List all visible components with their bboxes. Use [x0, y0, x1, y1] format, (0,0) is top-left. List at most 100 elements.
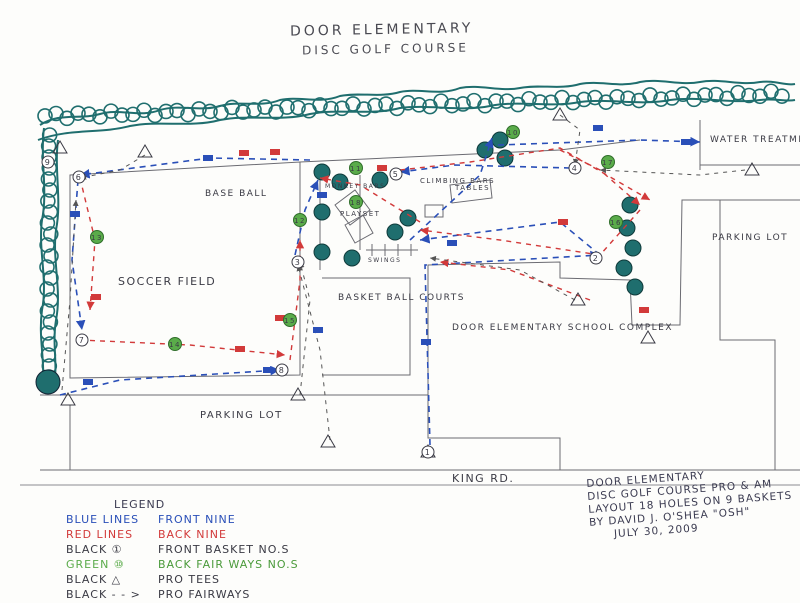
hedge-bush — [378, 96, 394, 112]
front-basket-marker — [568, 161, 582, 175]
front-basket-marker — [72, 170, 86, 184]
front-tee-pad — [203, 155, 213, 161]
back-tee-pad — [239, 150, 249, 156]
hedge-bush — [235, 104, 251, 120]
front-basket-number: 4 — [572, 164, 579, 173]
hedge-bush — [334, 100, 350, 117]
hedge-bush — [477, 97, 493, 114]
hedge-bush — [774, 88, 790, 104]
back-basket-number: 18 — [350, 199, 362, 207]
hedge-bush — [290, 99, 306, 116]
front-tee-pad — [313, 327, 323, 333]
hedge-bush — [42, 336, 58, 352]
back-basket-marker — [90, 230, 104, 244]
hedge-bush — [42, 204, 59, 220]
tree — [313, 203, 331, 221]
tree — [621, 196, 639, 214]
hedge-bush — [708, 86, 724, 103]
swings-label: SWINGS — [368, 257, 401, 264]
hedge-bush — [103, 103, 119, 119]
front-tee-pad — [83, 379, 93, 385]
back-basket-marker — [349, 161, 363, 175]
front-basket-number: 5 — [393, 170, 400, 179]
area-labels: BASE BALL SOCCER FIELD BASKET BALL COURT… — [118, 135, 800, 485]
hedge-bush — [323, 100, 339, 117]
tree — [624, 239, 642, 257]
legend-row: BLACK - - >PRO FAIRWAYS — [66, 588, 346, 603]
monkey-bars-label: MONKEY BARS — [325, 183, 385, 190]
hedge-bush — [620, 90, 636, 107]
legend-key: RED LINES — [66, 528, 134, 541]
front-tee-pad — [263, 367, 273, 373]
hedge-bush — [37, 108, 53, 124]
hedge-bush — [43, 248, 59, 264]
tree — [343, 249, 361, 267]
front-tee-pad — [593, 125, 603, 131]
hedge-bush — [609, 88, 625, 105]
playset-label: PLAYSET — [340, 210, 380, 218]
school-label: DOOR ELEMENTARY SCHOOL COMPLEX — [452, 323, 673, 333]
pro-tee-triangle — [552, 107, 568, 121]
back-tee-pad — [639, 307, 649, 313]
hedge-bush — [455, 96, 471, 112]
hedge-bush — [279, 99, 295, 115]
legend-value: FRONT BASKET NO.S — [158, 543, 290, 556]
back-basket-marker — [293, 213, 307, 227]
tee-pads — [70, 125, 691, 385]
back-tee-pad — [91, 294, 101, 300]
hedge-bush — [587, 89, 603, 106]
legend-key: GREEN ⑩ — [66, 558, 125, 571]
back-basket-marker — [283, 313, 297, 327]
parking-left-label: PARKING LOT — [200, 410, 283, 421]
hedge-bush — [664, 90, 680, 106]
front-tee-pad — [447, 240, 457, 246]
hedge-bush — [39, 259, 55, 275]
pro-tee-triangle — [60, 392, 76, 406]
back-tee-pad — [558, 219, 568, 225]
front-basket-number: 9 — [45, 158, 52, 167]
back-basket-number: 15 — [284, 317, 296, 325]
hedge-bush — [40, 347, 57, 363]
hedge-bush — [532, 94, 548, 110]
back-tee-pad — [235, 346, 245, 352]
front-tee-pad — [421, 339, 431, 345]
back-basket-number: 10 — [507, 129, 519, 137]
back-basket-marker — [601, 155, 615, 169]
hedge-bush — [521, 90, 537, 107]
tree — [476, 141, 494, 159]
hedge-bush — [697, 87, 713, 103]
hedge-bush — [730, 84, 746, 101]
front-basket-number: 6 — [76, 173, 83, 182]
hedge-bush — [642, 87, 658, 103]
back-basket-marker — [609, 215, 623, 229]
parking-right-label: PARKING LOT — [712, 233, 788, 243]
front-basket-number: 3 — [295, 258, 302, 267]
hedge-bush — [565, 94, 581, 111]
back-basket-number: 12 — [294, 217, 306, 225]
hedge-bush — [40, 138, 57, 154]
hedge-bush — [41, 127, 58, 143]
back-tee-pad — [270, 149, 280, 155]
hedge-bush — [356, 101, 372, 117]
hedge-bush — [39, 237, 55, 253]
hedge-bush — [741, 87, 757, 104]
hedge-bush — [488, 93, 504, 109]
front-basket-number: 2 — [593, 254, 600, 263]
hedge-bush — [42, 292, 59, 308]
front-basket-marker — [389, 167, 403, 181]
basketball-label: BASKET BALL COURTS — [338, 293, 465, 303]
tree — [313, 243, 331, 261]
legend-value: FRONT NINE — [158, 513, 236, 526]
baseball-label: BASE BALL — [205, 189, 267, 199]
hedge-bush — [125, 106, 141, 123]
hedge-bush — [191, 101, 207, 117]
tree — [615, 259, 633, 277]
legend-value: PRO FAIRWAYS — [158, 588, 251, 601]
front-basket-marker — [75, 333, 89, 347]
road-label: KING RD. — [452, 472, 514, 485]
hedge-bush — [576, 91, 592, 108]
hedge-bush — [70, 105, 86, 121]
